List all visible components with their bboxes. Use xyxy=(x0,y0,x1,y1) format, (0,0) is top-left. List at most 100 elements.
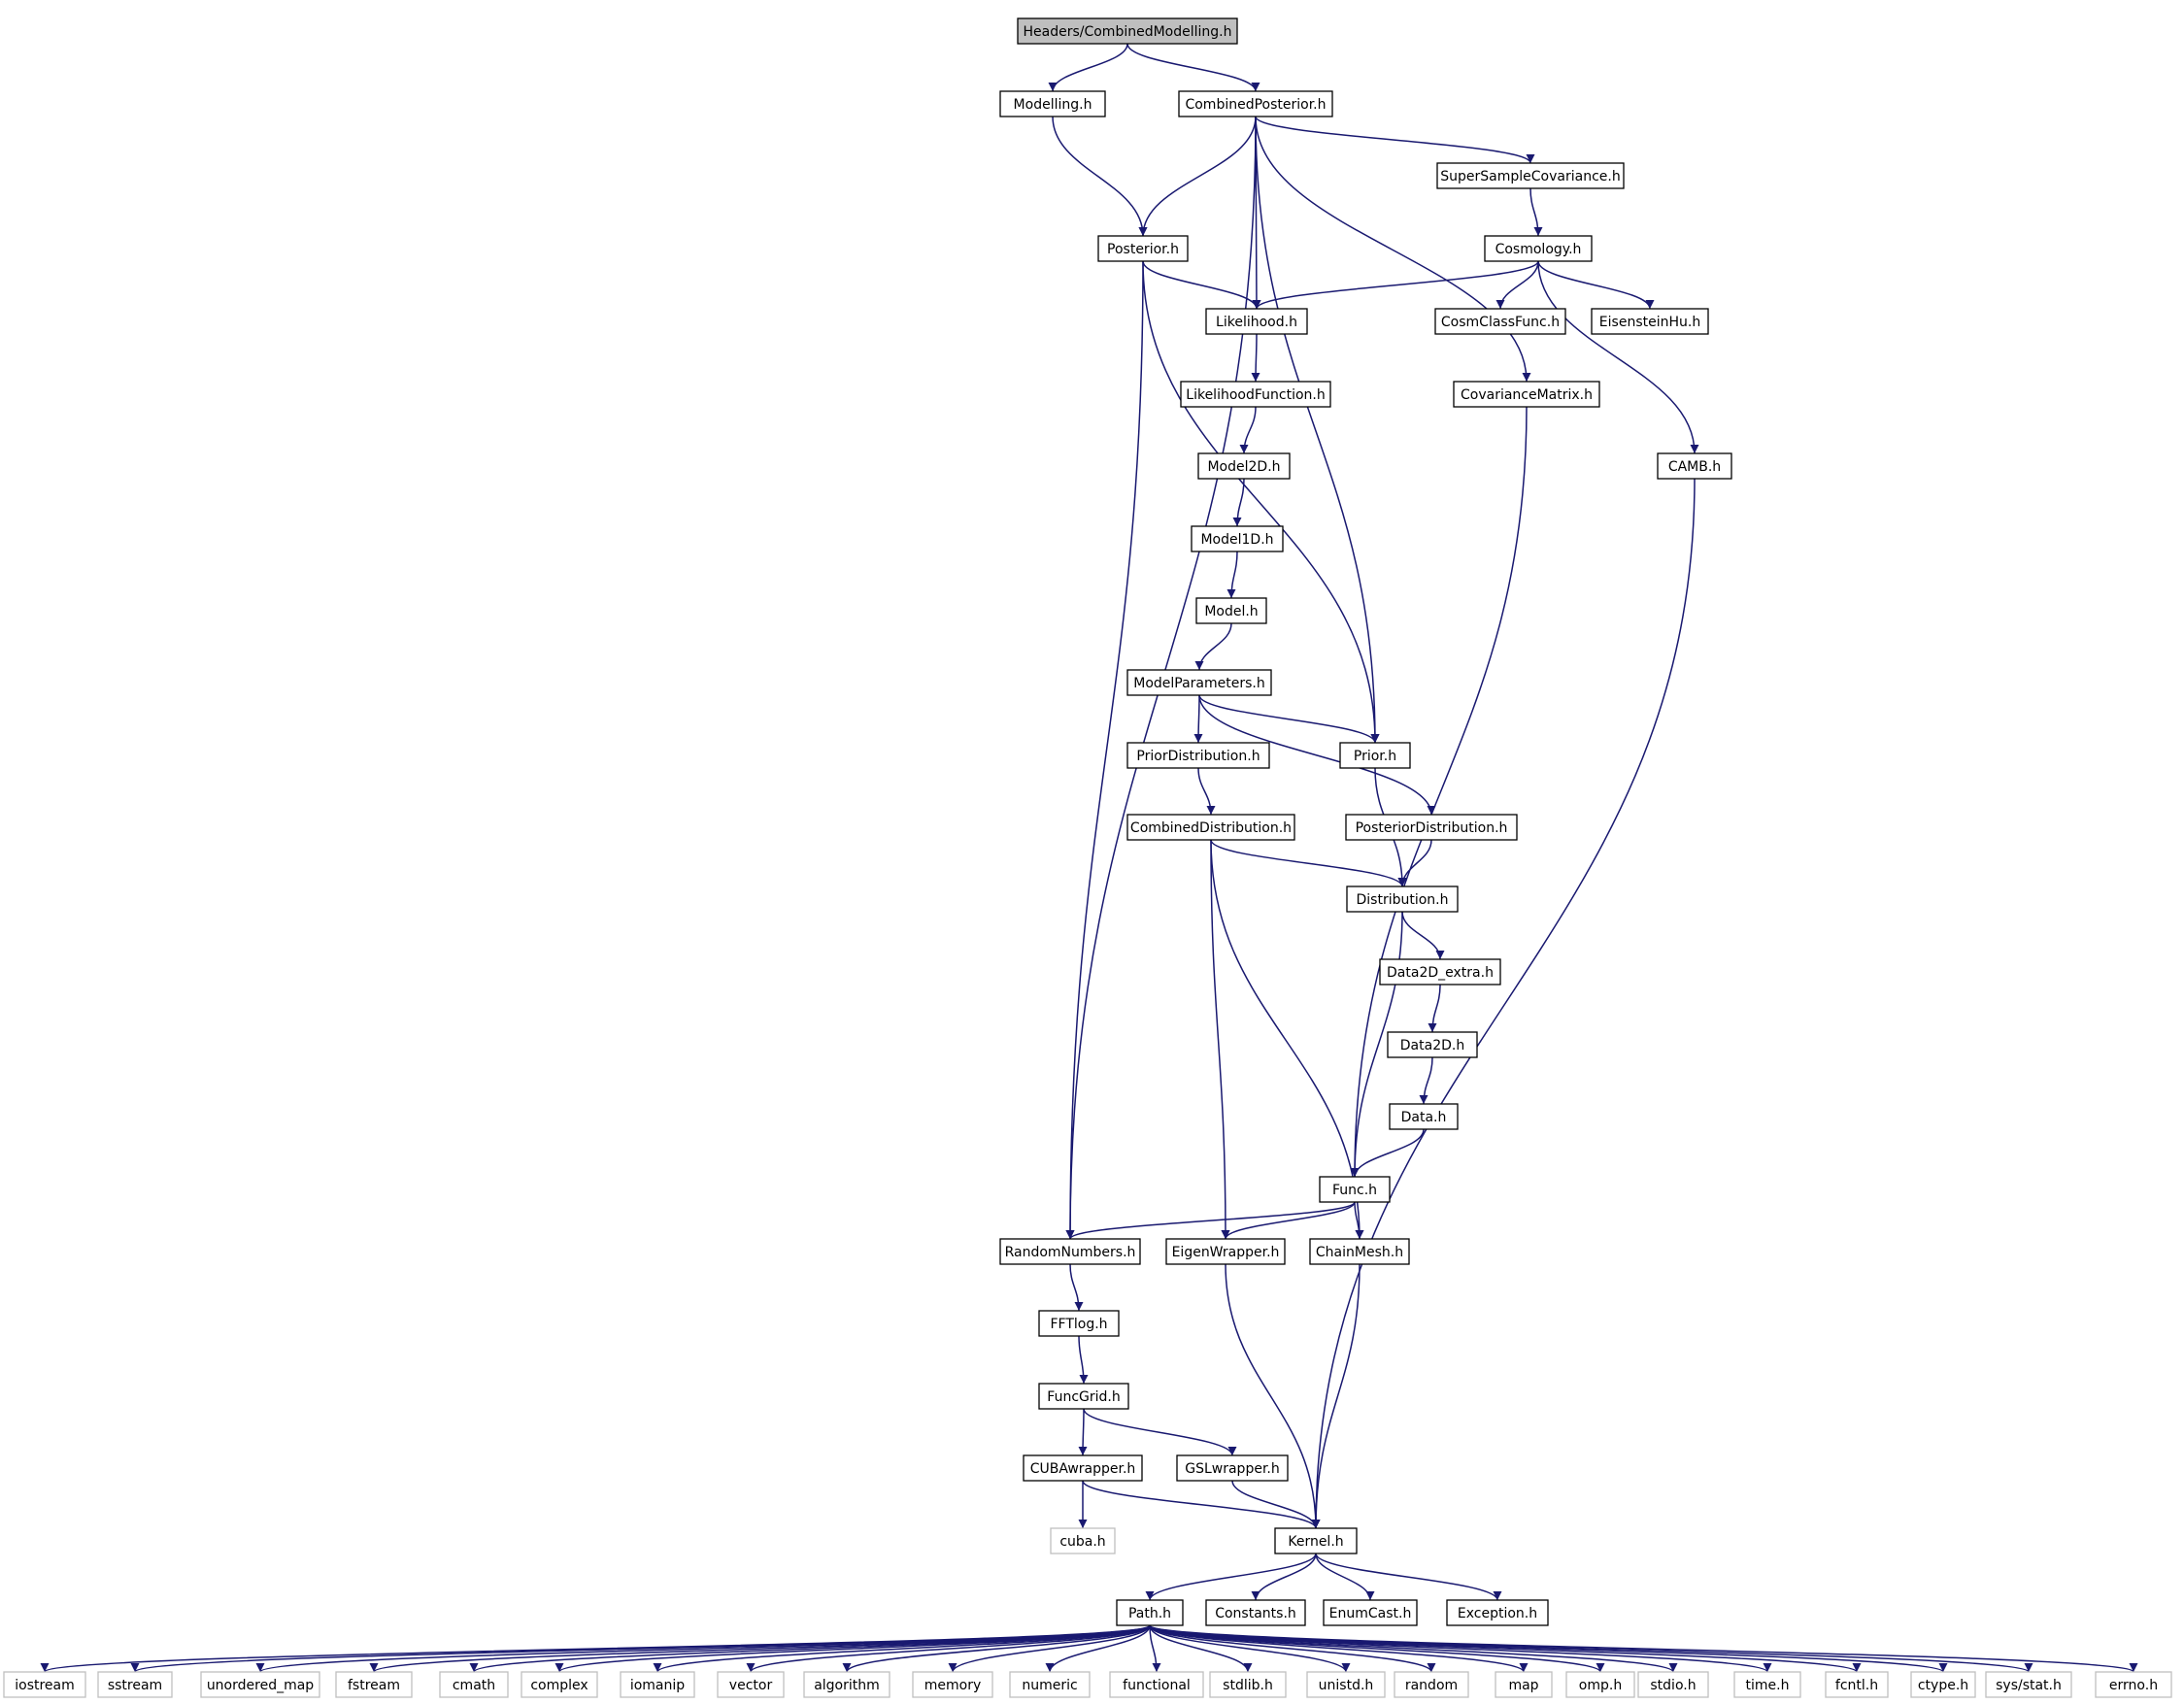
edge-root-to-modelling xyxy=(1048,43,1128,92)
node-cmath[interactable]: cmath xyxy=(439,1671,509,1698)
node-chainmesh[interactable]: ChainMesh.h xyxy=(1309,1238,1410,1265)
node-sysstat[interactable]: sys/stat.h xyxy=(1985,1671,2072,1698)
node-random[interactable]: random xyxy=(1394,1671,1469,1698)
node-funcgrid[interactable]: FuncGrid.h xyxy=(1038,1383,1129,1410)
node-prior[interactable]: Prior.h xyxy=(1339,742,1411,769)
edge-likelihood-to-likelihoodfunction xyxy=(1251,333,1260,383)
node-box xyxy=(1195,597,1267,624)
edge-path-to-unistd xyxy=(1149,1624,1351,1673)
node-sstream[interactable]: sstream xyxy=(97,1671,173,1698)
edge-path-to-sysstat xyxy=(1149,1624,2033,1673)
node-enumcast[interactable]: EnumCast.h xyxy=(1323,1599,1418,1626)
node-model[interactable]: Model.h xyxy=(1195,597,1267,624)
node-box xyxy=(803,1671,890,1698)
node-camb[interactable]: CAMB.h xyxy=(1657,452,1732,480)
node-cubawrapper[interactable]: CUBAwrapper.h xyxy=(1023,1454,1143,1482)
node-data2dextra[interactable]: Data2D_extra.h xyxy=(1379,958,1501,986)
node-exception[interactable]: Exception.h xyxy=(1446,1599,1549,1626)
node-label: stdlib.h xyxy=(1223,1678,1273,1693)
node-likelihood[interactable]: Likelihood.h xyxy=(1205,308,1308,335)
node-eigenwrapper[interactable]: EigenWrapper.h xyxy=(1165,1238,1286,1265)
edge-path-to-map xyxy=(1149,1624,1529,1673)
node-kernel[interactable]: Kernel.h xyxy=(1274,1527,1358,1554)
node-vector[interactable]: vector xyxy=(717,1671,785,1698)
edge-priordistribution-to-combineddistribution xyxy=(1197,767,1216,816)
node-cosmclass[interactable]: CosmClassFunc.h xyxy=(1434,308,1566,335)
node-priordistribution[interactable]: PriorDistribution.h xyxy=(1126,742,1270,769)
node-posterior[interactable]: Posterior.h xyxy=(1097,235,1189,262)
node-combineddistribution[interactable]: CombinedDistribution.h xyxy=(1126,814,1295,841)
edge-fftlog-to-funcgrid xyxy=(1078,1335,1089,1385)
node-algorithm[interactable]: algorithm xyxy=(803,1671,890,1698)
edge-path-to-iomanip xyxy=(653,1624,1151,1673)
node-unordered_map[interactable]: unordered_map xyxy=(200,1671,320,1698)
node-iostream[interactable]: iostream xyxy=(3,1671,86,1698)
node-model1d[interactable]: Model1D.h xyxy=(1191,525,1284,552)
node-stdlib[interactable]: stdlib.h xyxy=(1209,1671,1287,1698)
node-root[interactable]: Headers/CombinedModelling.h xyxy=(1017,17,1238,45)
node-box xyxy=(1191,525,1284,552)
node-gslwrapper[interactable]: GSLwrapper.h xyxy=(1176,1454,1289,1482)
node-fcntl[interactable]: fcntl.h xyxy=(1825,1671,1889,1698)
node-label: EisensteinHu.h xyxy=(1599,315,1700,330)
node-box xyxy=(1306,1671,1386,1698)
node-label: map xyxy=(1508,1678,1538,1693)
node-unistd[interactable]: unistd.h xyxy=(1306,1671,1386,1698)
node-model2d[interactable]: Model2D.h xyxy=(1197,452,1291,480)
node-data[interactable]: Data.h xyxy=(1389,1103,1459,1130)
node-box xyxy=(1434,308,1566,335)
node-distribution[interactable]: Distribution.h xyxy=(1346,885,1459,913)
node-supersample[interactable]: SuperSampleCovariance.h xyxy=(1436,162,1625,189)
node-path[interactable]: Path.h xyxy=(1116,1599,1184,1626)
node-func[interactable]: Func.h xyxy=(1319,1176,1391,1203)
node-label: random xyxy=(1405,1678,1458,1693)
node-label: Data2D_extra.h xyxy=(1387,965,1494,981)
node-iomanip[interactable]: iomanip xyxy=(620,1671,695,1698)
edge-model1d-to-model xyxy=(1226,551,1238,599)
node-label: Exception.h xyxy=(1458,1606,1537,1621)
node-modelling[interactable]: Modelling.h xyxy=(999,90,1106,117)
node-memory[interactable]: memory xyxy=(912,1671,993,1698)
node-posteriordistribution[interactable]: PosteriorDistribution.h xyxy=(1345,814,1518,841)
node-box xyxy=(1453,381,1600,408)
node-fftlog[interactable]: FFTlog.h xyxy=(1038,1310,1120,1337)
node-numeric[interactable]: numeric xyxy=(1009,1671,1091,1698)
node-box xyxy=(1116,1599,1184,1626)
node-stdio[interactable]: stdio.h xyxy=(1637,1671,1709,1698)
node-constants[interactable]: Constants.h xyxy=(1205,1599,1306,1626)
edge-distribution-to-func xyxy=(1350,911,1403,1178)
node-data2d[interactable]: Data2D.h xyxy=(1387,1031,1478,1058)
node-label: EnumCast.h xyxy=(1329,1606,1412,1621)
node-omp[interactable]: omp.h xyxy=(1565,1671,1635,1698)
node-functional[interactable]: functional xyxy=(1109,1671,1204,1698)
edge-path-to-complex xyxy=(554,1624,1151,1673)
node-randomnumbers[interactable]: RandomNumbers.h xyxy=(999,1238,1141,1265)
edge-path-to-memory xyxy=(948,1624,1151,1673)
node-errno[interactable]: errno.h xyxy=(2095,1671,2172,1698)
node-box xyxy=(1209,1671,1287,1698)
node-modelparameters[interactable]: ModelParameters.h xyxy=(1126,669,1272,696)
node-box xyxy=(999,1238,1141,1265)
node-label: cuba.h xyxy=(1059,1534,1105,1550)
edge-combinedposterior-to-prior xyxy=(1255,116,1380,744)
node-cosmology[interactable]: Cosmology.h xyxy=(1484,235,1593,262)
node-eisenstein[interactable]: EisensteinHu.h xyxy=(1591,308,1709,335)
node-ctype[interactable]: ctype.h xyxy=(1910,1671,1976,1698)
node-box xyxy=(1346,885,1459,913)
node-covariance[interactable]: CovarianceMatrix.h xyxy=(1453,381,1600,408)
node-box xyxy=(1637,1671,1709,1698)
node-time[interactable]: time.h xyxy=(1733,1671,1801,1698)
edge-likelihoodfunction-to-model2d xyxy=(1239,406,1257,454)
node-label: CombinedPosterior.h xyxy=(1185,97,1326,113)
node-map[interactable]: map xyxy=(1495,1671,1553,1698)
node-fstream[interactable]: fstream xyxy=(335,1671,413,1698)
node-likelihoodfunction[interactable]: LikelihoodFunction.h xyxy=(1180,381,1331,408)
node-label: unordered_map xyxy=(207,1678,314,1693)
node-box xyxy=(620,1671,695,1698)
node-combinedposterior[interactable]: CombinedPosterior.h xyxy=(1178,90,1333,117)
node-box xyxy=(1126,814,1295,841)
node-label: GSLwrapper.h xyxy=(1185,1461,1280,1477)
node-label: Modelling.h xyxy=(1014,97,1092,113)
node-complex[interactable]: complex xyxy=(521,1671,598,1698)
node-cuba[interactable]: cuba.h xyxy=(1050,1527,1116,1554)
